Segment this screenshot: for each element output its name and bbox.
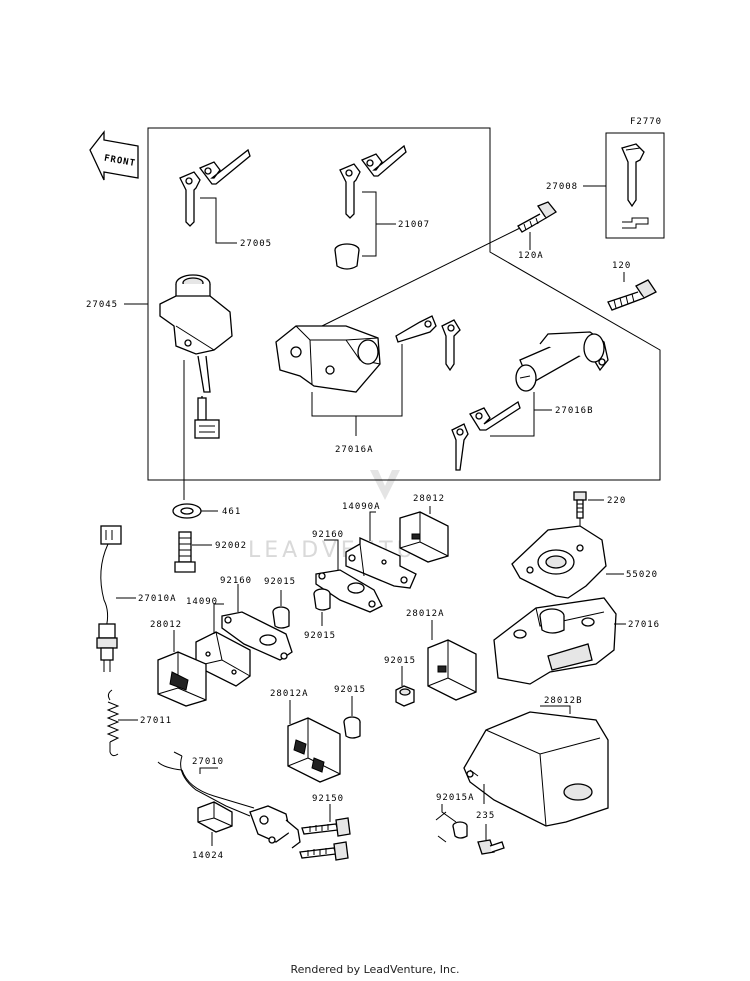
cover-28012b — [463, 711, 609, 827]
label-92015-c: 92015 — [384, 656, 416, 666]
base-27016 — [493, 597, 617, 685]
label-28012-top: 28012 — [413, 494, 445, 504]
label-27016b: 27016B — [555, 406, 594, 416]
label-120: 120 — [612, 261, 631, 271]
label-92160-a: 92160 — [312, 530, 344, 540]
screw-92150-b — [299, 841, 349, 861]
label-92160-b: 92160 — [220, 576, 252, 586]
label-27008: 27008 — [546, 182, 578, 192]
switch-27010 — [157, 751, 301, 849]
ignition-switch-27045 — [159, 274, 233, 439]
screw-235 — [477, 839, 505, 855]
cap-21007 — [334, 243, 360, 270]
bracket-92160-lower — [221, 611, 293, 661]
collar-92015a — [452, 821, 468, 839]
bolt-120 — [607, 279, 657, 311]
pad-28012-top — [399, 511, 449, 563]
label-27011: 27011 — [140, 716, 172, 726]
label-14090: 14090 — [186, 597, 218, 607]
switch-27010a — [96, 525, 122, 672]
label-27016a: 27016A — [335, 445, 374, 455]
grommet-461 — [172, 503, 202, 519]
pad-28012a-right — [427, 639, 477, 701]
label-120a: 120A — [518, 251, 544, 261]
footer-credit: Rendered by LeadVenture, Inc. — [290, 963, 460, 976]
key-pair-27016b — [451, 400, 521, 471]
label-28012-left: 28012 — [150, 620, 182, 630]
assembly-box — [147, 127, 661, 481]
label-28012a-mid: 28012A — [270, 689, 309, 699]
front-arrow: FRONT — [89, 130, 139, 181]
label-27016: 27016 — [628, 620, 660, 630]
screw-92150-a — [301, 817, 351, 837]
label-92002: 92002 — [215, 541, 247, 551]
watermark-logo — [370, 470, 400, 500]
label-27045: 27045 — [86, 300, 118, 310]
label-27010a: 27010A — [138, 594, 177, 604]
key-blank-icon — [621, 143, 645, 208]
connector-14024 — [197, 801, 233, 833]
collar-92015-upper — [313, 588, 331, 611]
pad-28012a-mid — [287, 717, 341, 783]
label-92015-a: 92015 — [264, 577, 296, 587]
label-21007: 21007 — [398, 220, 430, 230]
label-92015a: 92015A — [436, 793, 475, 803]
label-92015-d: 92015 — [334, 685, 366, 695]
key-pair-27016a — [395, 315, 461, 372]
bracket-92160-upper — [315, 569, 383, 613]
label-220: 220 — [607, 496, 626, 506]
label-235: 235 — [476, 811, 495, 821]
lock-cylinder-27016b — [515, 331, 609, 392]
screw-220 — [573, 491, 587, 519]
key-blank-box — [605, 132, 665, 239]
collar-92015-a — [272, 606, 290, 629]
label-14024: 14024 — [192, 851, 224, 861]
label-27010: 27010 — [192, 757, 224, 767]
housing-27016a — [275, 325, 381, 393]
label-28012a-right: 28012A — [406, 609, 445, 619]
key-pair-21007 — [339, 144, 407, 219]
pad-28012-left — [157, 651, 207, 707]
label-92150: 92150 — [312, 794, 344, 804]
label-92015-b: 92015 — [304, 631, 336, 641]
label-55020: 55020 — [626, 570, 658, 580]
spring-27011 — [106, 689, 120, 757]
collar-92015-d — [343, 716, 361, 739]
label-27005: 27005 — [240, 239, 272, 249]
nut-92015-c — [395, 685, 415, 707]
label-461: 461 — [222, 507, 241, 517]
diagram-code: F2770 — [630, 117, 662, 127]
bolt-92002 — [174, 531, 196, 573]
bolt-120a — [517, 201, 557, 233]
key-pair-27005 — [179, 148, 251, 227]
bracket-14090a — [345, 536, 417, 589]
label-14090a: 14090A — [342, 502, 381, 512]
plate-55020 — [511, 525, 607, 599]
label-28012b: 28012B — [544, 696, 583, 706]
